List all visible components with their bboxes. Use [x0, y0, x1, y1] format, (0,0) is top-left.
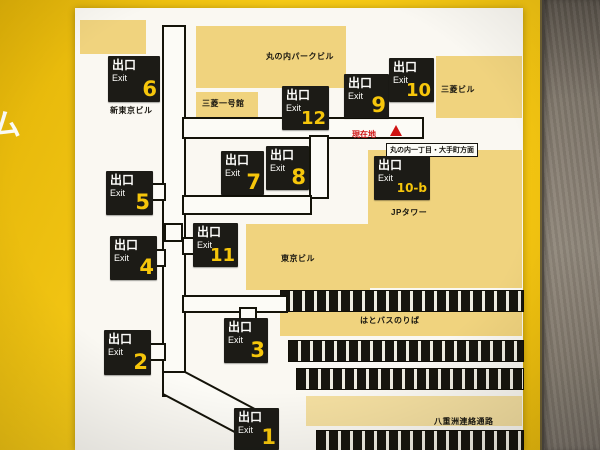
exit-kanji: 出口	[228, 320, 253, 334]
building-mitsubishi-ichigokan	[196, 92, 258, 120]
exit-en: Exit	[108, 347, 124, 357]
exit-number: 8	[291, 165, 306, 189]
label-mitsubishi-ichigokan: 三菱一号館	[202, 99, 245, 108]
wall-background	[542, 0, 600, 450]
exit-number: 12	[300, 108, 326, 129]
railway-tracks-3	[296, 368, 524, 390]
building-marunouchi-park	[196, 26, 346, 88]
exit-number: 1	[261, 425, 276, 449]
exit-number: 6	[142, 77, 157, 101]
exit-kanji: 出口	[197, 225, 222, 239]
label-mitsubishi: 三菱ビル	[441, 85, 475, 94]
exit-kanji: 出口	[378, 158, 403, 172]
exit-2: 出口 Exit 2	[104, 330, 151, 375]
railway-tracks-2	[288, 340, 524, 362]
label-yaesu: 八重洲連絡通路	[434, 417, 494, 426]
building-tokyo-building	[246, 224, 370, 290]
railway-tracks-4	[316, 430, 524, 450]
building-yaesu-passage	[306, 396, 522, 426]
exit-en: Exit	[393, 75, 409, 85]
exit-7: 出口 Exit 7	[221, 151, 264, 195]
exit-3: 出口 Exit 3	[224, 318, 268, 363]
label-tokyo-building: 東京ビル	[281, 254, 315, 263]
label-shin-tokyo: 新東京ビル	[110, 106, 153, 115]
current-location-marker-icon	[390, 125, 402, 136]
exit-number: 5	[135, 190, 150, 214]
side-sign-text: ム	[0, 109, 21, 142]
exit-en: Exit	[114, 253, 130, 263]
label-hato-bus: はとバスのりば	[360, 316, 420, 325]
exit-6: 出口 Exit 6	[108, 56, 160, 102]
exit-en: Exit	[112, 73, 128, 83]
exit-9: 出口 Exit 9	[344, 74, 389, 118]
exit-kanji: 出口	[110, 173, 135, 187]
exit-kanji: 出口	[286, 88, 311, 102]
exit-number: 9	[371, 93, 386, 117]
exit-en: Exit	[228, 335, 244, 345]
exit-number: 11	[209, 245, 235, 266]
building-hato-bus-stop	[280, 312, 522, 336]
current-location-label: 現在地	[352, 130, 376, 139]
exit-kanji: 出口	[225, 153, 250, 167]
label-jp-tower: JPタワー	[391, 208, 428, 217]
exit-number: 7	[246, 170, 261, 194]
exit-number: 3	[250, 338, 265, 362]
exit-10: 出口 Exit 10	[389, 58, 434, 102]
exit-kanji: 出口	[393, 60, 418, 74]
exit-kanji: 出口	[114, 238, 139, 252]
exit-en: Exit	[378, 173, 394, 183]
exit-number: 10-b	[396, 181, 427, 195]
exit-number: 4	[139, 255, 154, 279]
building-top-left	[80, 20, 146, 54]
exit-8: 出口 Exit 8	[266, 146, 309, 190]
exit-en: Exit	[238, 425, 254, 435]
railway-tracks-1	[280, 290, 524, 312]
exit-4: 出口 Exit 4	[110, 236, 157, 280]
exit-number: 10	[405, 80, 431, 101]
exit-en: Exit	[270, 163, 286, 173]
exit-12: 出口 Exit 12	[282, 86, 329, 130]
exit-kanji: 出口	[348, 76, 373, 90]
building-mitsubishi	[436, 56, 522, 118]
sign-frame-edge	[540, 0, 544, 450]
exit-10b: 出口 Exit 10-b	[374, 156, 430, 200]
direction-sign: 丸の内一丁目・大手町方面	[386, 143, 478, 157]
exit-en: Exit	[110, 188, 126, 198]
exit-11: 出口 Exit 11	[193, 223, 238, 267]
exit-kanji: 出口	[270, 148, 295, 162]
exit-kanji: 出口	[238, 410, 263, 424]
exit-en: Exit	[225, 168, 241, 178]
exit-5: 出口 Exit 5	[106, 171, 153, 215]
exit-kanji: 出口	[112, 58, 137, 72]
label-marunouchi-park: 丸の内パークビル	[266, 52, 334, 61]
exit-en: Exit	[197, 240, 213, 250]
exit-number: 2	[133, 350, 148, 374]
exit-en: Exit	[286, 103, 302, 113]
exit-kanji: 出口	[108, 332, 133, 346]
exit-en: Exit	[348, 91, 364, 101]
exit-1: 出口 Exit 1	[234, 408, 279, 450]
